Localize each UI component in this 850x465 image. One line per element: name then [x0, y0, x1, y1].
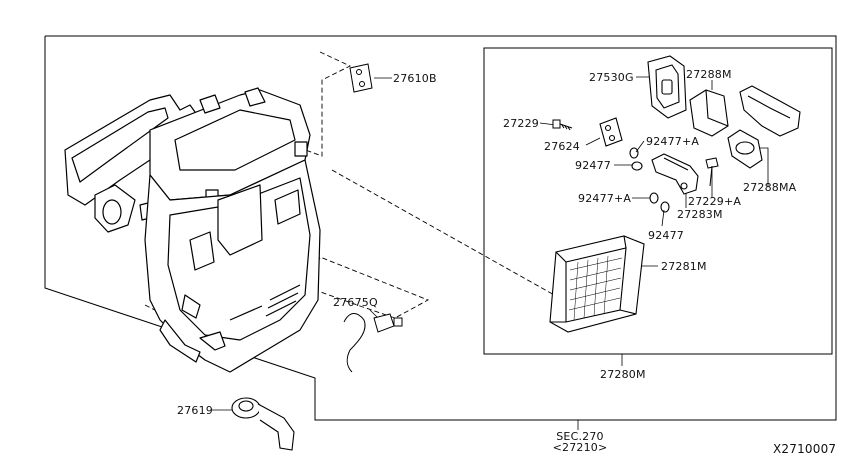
- section-ref-line1: SEC.270: [556, 430, 604, 443]
- label-92477-1: 92477: [575, 159, 611, 172]
- label-27619: 27619: [177, 404, 213, 417]
- label-27280m: 27280M: [600, 368, 646, 381]
- part-27610b-bracket: [349, 63, 373, 93]
- label-27229: 27229: [503, 117, 539, 130]
- part-27675q-sensor: [343, 313, 403, 373]
- label-27610b: 27610B: [393, 72, 437, 85]
- label-27530g: 27530G: [589, 71, 634, 84]
- part-27530g-cover: [647, 55, 687, 119]
- label-27288ma: 27288MA: [743, 181, 797, 194]
- part-27624-expansion-valve: [599, 117, 623, 147]
- part-27283m-pipe: [651, 153, 699, 195]
- assembly-frame: [44, 35, 837, 421]
- leader-92477-2-label: [661, 209, 665, 227]
- section-ref-line2: <27210>: [552, 441, 608, 454]
- part-27288ma-duct: [727, 85, 801, 169]
- part-27281m-evaporator: [549, 235, 645, 333]
- evaporator-subassembly-box: [483, 47, 833, 355]
- label-27624: 27624: [544, 140, 580, 153]
- leader-27624-label: [585, 137, 601, 146]
- label-92477a-2: 92477+A: [578, 192, 632, 205]
- part-27229a-screw: [705, 157, 719, 187]
- label-27288m: 27288M: [686, 68, 732, 81]
- label-27283m: 27283M: [677, 208, 723, 221]
- label-27675q: 27675Q: [333, 296, 378, 309]
- hvac-housing: [64, 87, 321, 373]
- leader-27610b: [299, 51, 352, 157]
- diagram-id: X2710007: [773, 442, 837, 456]
- part-o-rings: [629, 147, 670, 213]
- leader-27675q: [314, 254, 430, 319]
- leader-evaporator: [331, 169, 557, 297]
- label-92477-2: 92477: [648, 229, 684, 242]
- label-27281m: 27281M: [661, 260, 707, 273]
- part-27619-drain: [231, 397, 295, 451]
- part-27229-bolt: [552, 119, 573, 131]
- part-27288m-insulator: [689, 89, 729, 137]
- label-92477a-1: 92477+A: [646, 135, 700, 148]
- label-27229a: 27229+A: [688, 195, 742, 208]
